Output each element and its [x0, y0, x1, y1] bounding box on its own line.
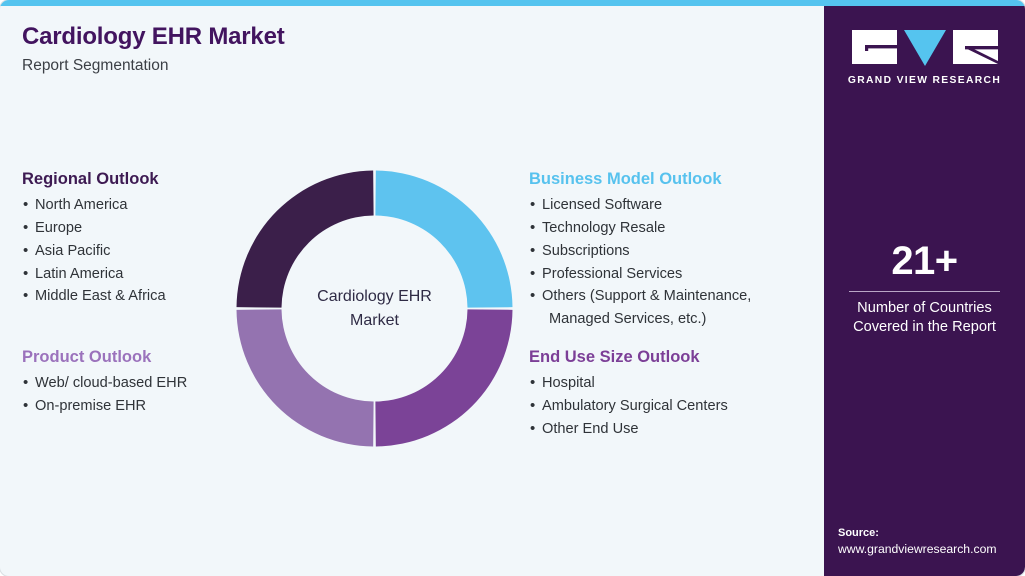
donut-segment [236, 170, 374, 308]
list-item-label: Licensed Software [542, 196, 663, 213]
stat-divider [849, 291, 1000, 292]
bullet-icon: • [530, 396, 536, 414]
donut-segment [375, 309, 513, 447]
end-use-outlook-heading: End Use Size Outlook [529, 348, 700, 366]
list-item: • Other End Use [529, 418, 829, 441]
page-subtitle: Report Segmentation [22, 56, 169, 74]
page-title: Cardiology EHR Market [22, 23, 285, 50]
regional-outlook-heading: Regional Outlook [22, 170, 159, 188]
donut-chart-svg [236, 170, 513, 447]
list-item-label: Europe [35, 219, 83, 236]
list-item-label: On-premise EHR [35, 397, 147, 414]
product-outlook-heading: Product Outlook [22, 348, 152, 366]
list-item-label: Web/ cloud-based EHR [35, 374, 188, 391]
source-url[interactable]: www.grandviewresearch.com [838, 541, 997, 556]
list-item-label: Others (Support & Maintenance, [542, 288, 752, 305]
stat-caption-line-2: Covered in the Report [853, 319, 996, 336]
list-item: • On-premise EHR [22, 395, 262, 418]
list-item-label: Other End Use [542, 420, 639, 437]
list-item-label: Asia Pacific [35, 242, 111, 259]
list-item-label: Hospital [542, 374, 595, 391]
list-item: • Others (Support & Maintenance, [529, 285, 829, 308]
list-item-label: Middle East & Africa [35, 288, 166, 305]
list-item: • Asia Pacific [22, 240, 252, 263]
list-item-label: Ambulatory Surgical Centers [542, 397, 728, 414]
bullet-icon: • [23, 264, 29, 282]
business-model-outlook-list: • Licensed Software • Technology Resale • S… [529, 194, 829, 331]
list-item-label: North America [35, 196, 128, 213]
side-panel: GRAND VIEW RESEARCH 21+ Number of Countr… [824, 6, 1025, 576]
bullet-icon: • [530, 264, 536, 282]
bullet-icon: • [530, 419, 536, 437]
bullet-icon: • [23, 396, 29, 414]
top-accent-strip [0, 0, 1025, 6]
list-item-label: Subscriptions [542, 242, 630, 259]
product-outlook-block: Product Outlook • Web/ cloud-based EHR • O… [22, 348, 262, 418]
source-block: Source: www.grandviewresearch.com [838, 526, 1023, 558]
bullet-icon: • [530, 287, 536, 305]
list-item-label: Technology Resale [542, 219, 666, 236]
list-item: • Professional Services [529, 263, 829, 286]
bullet-icon: • [530, 241, 536, 259]
stat-value: 21+ [891, 239, 958, 283]
business-model-outlook-block: Business Model Outlook • Licensed Softwar… [529, 170, 829, 331]
list-item-label: Latin America [35, 265, 124, 282]
stat-caption-line-1: Number of Countries [857, 300, 992, 316]
product-outlook-list: • Web/ cloud-based EHR • On-premise EHR [22, 372, 262, 418]
source-label: Source: [838, 526, 879, 539]
bullet-icon: • [23, 195, 29, 213]
list-item: • Technology Resale [529, 217, 829, 240]
brand-logo: GRAND VIEW RESEARCH [824, 28, 1025, 86]
list-item: • Middle East & Africa [22, 285, 252, 308]
list-item: • Web/ cloud-based EHR [22, 372, 262, 395]
regional-outlook-list: • North America • Europe • Asia Pacific • La… [22, 194, 252, 309]
stat-caption: Number of Countries Covered in the Repor… [824, 299, 1025, 338]
bullet-icon: • [23, 287, 29, 305]
list-item: • North America [22, 194, 252, 217]
donut-segment [236, 309, 374, 447]
bullet-icon: • [23, 373, 29, 391]
regional-outlook-block: Regional Outlook • North America • Europe … [22, 170, 252, 308]
bullet-icon: • [530, 218, 536, 236]
list-item: • Subscriptions [529, 240, 829, 263]
list-item-label: Professional Services [542, 265, 683, 282]
stat-block: 21+ Number of Countries Covered in the R… [824, 241, 1025, 338]
gvr-logo-icon [851, 30, 998, 66]
list-item: • Latin America [22, 263, 252, 286]
header: Cardiology EHR Market Report Segmentatio… [22, 23, 782, 75]
brand-wordmark: GRAND VIEW RESEARCH [847, 75, 1002, 86]
end-use-outlook-list: • Hospital • Ambulatory Surgical Centers •… [529, 372, 829, 441]
list-item: • Licensed Software [529, 194, 829, 217]
list-item: • Hospital [529, 372, 829, 395]
bullet-icon: • [530, 195, 536, 213]
end-use-outlook-block: End Use Size Outlook • Hospital • Ambulato… [529, 348, 829, 441]
bullet-icon: • [23, 218, 29, 236]
business-model-outlook-heading: Business Model Outlook [529, 170, 722, 188]
donut-chart: Cardiology EHR Market [236, 170, 513, 447]
list-item: • Europe [22, 217, 252, 240]
donut-segment [375, 170, 513, 308]
list-item-continuation: Managed Services, etc.) [549, 311, 707, 328]
list-item: • Ambulatory Surgical Centers [529, 395, 829, 418]
bullet-icon: • [530, 373, 536, 391]
bullet-icon: • [23, 241, 29, 259]
